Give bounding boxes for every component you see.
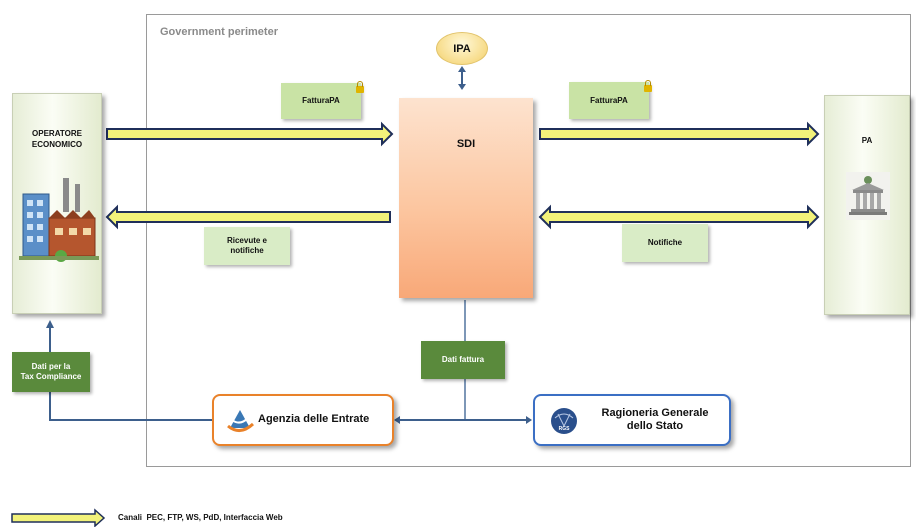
ricevute-notifiche-document: Ricevute e notifiche: [204, 227, 290, 265]
dati-tax-compliance-document: Dati per la Tax Compliance: [12, 352, 90, 392]
lock-icon: [356, 81, 364, 93]
dati-fattura-document: Dati fattura: [421, 341, 505, 379]
perimeter-label: Government perimeter: [160, 26, 278, 38]
sdi-node: SDI: [399, 98, 533, 298]
government-building-icon: [846, 172, 890, 220]
legend-label: Canali PEC, FTP, WS, PdD, Interfaccia We…: [118, 513, 283, 522]
legend-arrow: [11, 508, 106, 527]
ipa-label: IPA: [453, 42, 471, 55]
agenzia-rgs-connector: [394, 416, 532, 424]
sdi-label: SDI: [456, 138, 476, 150]
rgs-logo-icon: RGS: [551, 408, 577, 434]
pa-node: PA: [824, 95, 910, 315]
agenzia-label: Agenzia delle Entrate: [258, 413, 370, 425]
fatturapa-document-left: FatturaPA: [281, 81, 364, 119]
agenzia-entrate-node: Agenzia delle Entrate: [212, 394, 394, 446]
factory-building-icon: [19, 178, 99, 262]
operatore-economico-label: OPERATORE ECONOMICO: [31, 129, 83, 149]
lock-icon: [644, 80, 652, 92]
channel-arrow-pa-sdi-bidirectional: [538, 204, 820, 230]
ragioneria-label: Ragioneria Generale dello Stato: [601, 407, 709, 432]
ipa-sdi-connector: [458, 66, 466, 90]
channel-arrow-sdi-to-oe: [105, 204, 391, 230]
ipa-node: IPA: [436, 32, 488, 65]
channel-arrow-oe-to-sdi: [106, 121, 394, 147]
operatore-economico-node: OPERATORE ECONOMICO: [12, 93, 102, 314]
notifiche-document: Notifiche: [622, 224, 708, 262]
channel-arrow-sdi-to-pa: [539, 121, 820, 147]
pa-label: PA: [861, 136, 873, 145]
ragioneria-node: RGS Ragioneria Generale dello Stato: [533, 394, 731, 446]
agenzia-logo-icon: [227, 410, 255, 432]
fatturapa-document-right: FatturaPA: [569, 80, 652, 119]
rgs-logo-text: RGS: [559, 426, 571, 432]
government-perimeter: [146, 14, 911, 467]
